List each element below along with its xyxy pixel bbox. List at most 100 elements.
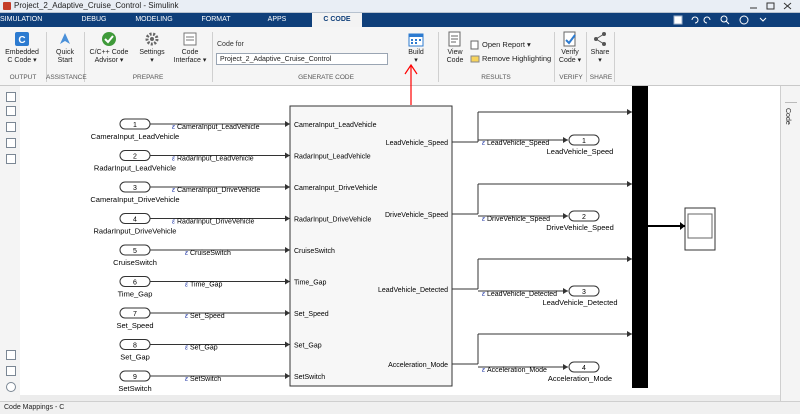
window-controls [750,2,792,10]
inport-label: RadarInput_DriveVehicle [94,227,177,236]
svg-text:C: C [18,35,25,46]
signal-arrow [563,213,568,219]
signal-arrow [285,184,290,190]
signal-arrow [285,373,290,379]
inport-number: 6 [133,280,137,287]
outport-1[interactable] [568,134,600,146]
code-interface-label: Code [181,49,199,56]
tab-format[interactable]: FORMAT [201,16,231,23]
undo-icon[interactable] [691,16,699,24]
c-code-icon: C [15,32,29,46]
outport-3[interactable] [568,285,600,297]
verify-code-button[interactable]: Verify Code ▾ [556,31,584,65]
view-label: View [447,49,463,56]
inport-label: CameraInput_DriveVehicle [90,195,179,204]
share-button[interactable]: Share ▾ [588,31,612,65]
inport-number: 1 [133,122,137,129]
minimize-ribbon-icon[interactable] [759,17,767,22]
signal-name-label: DriveVehicle_Speed [487,216,550,223]
build-label: Build [408,49,424,56]
hide-show-icon[interactable] [6,382,16,392]
code-interface-button[interactable]: Code Interface ▾ [172,31,208,65]
maximize-icon[interactable] [766,2,775,10]
subsystem-inport-label: RadarInput_DriveVehicle [294,217,372,224]
explorer-icon[interactable] [6,366,16,376]
remove-highlighting-button[interactable]: Remove Highlighting [482,54,552,63]
close-icon[interactable] [783,2,792,10]
signal-name-label: LeadVehicle_Speed [487,140,549,147]
signal-name-icon: ε [482,216,486,223]
open-report-button[interactable]: Open Report ▾ [482,40,531,49]
subsystem-block[interactable] [289,105,453,387]
tab-apps[interactable]: APPS [267,16,287,23]
signal-arrow [285,215,290,222]
save-icon[interactable] [673,15,683,25]
outport-label: DriveVehicle_Speed [546,223,614,232]
signal-name-label: Set_Gap [190,345,218,352]
settings-button[interactable]: Settings▾ [136,31,168,65]
signal-arrow [627,109,632,115]
tab-debug[interactable]: DEBUG [81,16,107,23]
subsystem-inport-label: CameraInput_DriveVehicle [294,185,377,192]
bus-creator-block[interactable] [632,86,648,388]
settings-label: Settings [139,49,165,56]
signal-name-label: Acceleration_Mode [487,367,547,374]
code-advisor-button[interactable]: C/C++ Code Advisor ▾ [86,31,132,65]
help-icon[interactable] [739,15,749,25]
tab-modeling[interactable]: MODELING [135,16,173,23]
embedded-c-code-button[interactable]: C Embedded C Code ▾ [2,31,42,65]
code-mappings-tab[interactable]: Code Mappings - C [4,404,65,411]
inport-number: 5 [133,248,137,255]
subsystem-outport-label: Acceleration_Mode [388,362,448,369]
zoom-fit-icon[interactable] [6,92,16,102]
search-icon[interactable] [720,15,730,25]
arrows-icon[interactable] [6,106,16,116]
subsystem-outport-label: LeadVehicle_Speed [386,140,448,147]
window-title: Project_2_Adaptive_Cruise_Control - Simu… [14,1,179,10]
subsystem-outport-label: DriveVehicle_Speed [385,212,448,219]
build-button[interactable]: Build ▾ [400,31,432,65]
rocket-icon [60,33,70,44]
inport-label: Time_Gap [118,290,153,299]
signal-arrow [627,331,632,337]
inport-label: CameraInput_LeadVehicle [91,132,179,141]
signal-name-label: Set_Speed [190,313,225,320]
quick-start-button[interactable]: Quick Start [50,31,80,65]
code-panel-tab[interactable]: Code [784,108,791,125]
image-icon[interactable] [6,122,16,132]
view-code-button[interactable]: View Code [442,31,468,65]
signal-name-label: SetSwitch [190,376,221,383]
signal-name-icon: ε [185,376,189,383]
outport-2[interactable] [568,210,600,222]
tab-simulation[interactable]: SIMULATION [0,16,43,23]
code-for-field[interactable]: Project_2_Adaptive_Cruise_Control [216,53,388,65]
remove-highlighting-icon [470,55,480,63]
signal-arrow [285,341,290,348]
annotation-icon[interactable] [6,138,16,148]
horizontal-scrollbar[interactable] [20,395,780,401]
signal-arrow [285,310,290,316]
group-results: RESULTS [481,74,511,81]
area-icon[interactable] [6,154,16,164]
build-dropdown-arrow[interactable]: ▾ [414,57,418,64]
inport-label: Set_Speed [116,321,153,330]
signal-name-icon: ε [172,219,176,226]
redo-icon[interactable] [703,16,711,24]
panel-collapse-icon[interactable] [785,92,797,103]
scope-screen [687,213,713,239]
tab-c-code[interactable]: C CODE [312,13,362,27]
subsystem-inport-label: Set_Gap [294,343,322,350]
outport-4[interactable] [568,361,600,373]
signal-arrow [285,247,290,253]
subsystem-inport-label: RadarInput_LeadVehicle [294,154,371,161]
view-label-2: Code [446,57,464,64]
code-interface-icon [183,32,197,46]
inport-label: CruiseSwitch [113,258,157,267]
signal-name-icon: ε [172,124,176,131]
subsystem-outport-label: LeadVehicle_Detected [378,287,448,294]
build-calendar-icon [408,33,424,47]
model-browser-icon[interactable] [6,350,16,360]
outport-number: 4 [582,365,586,372]
